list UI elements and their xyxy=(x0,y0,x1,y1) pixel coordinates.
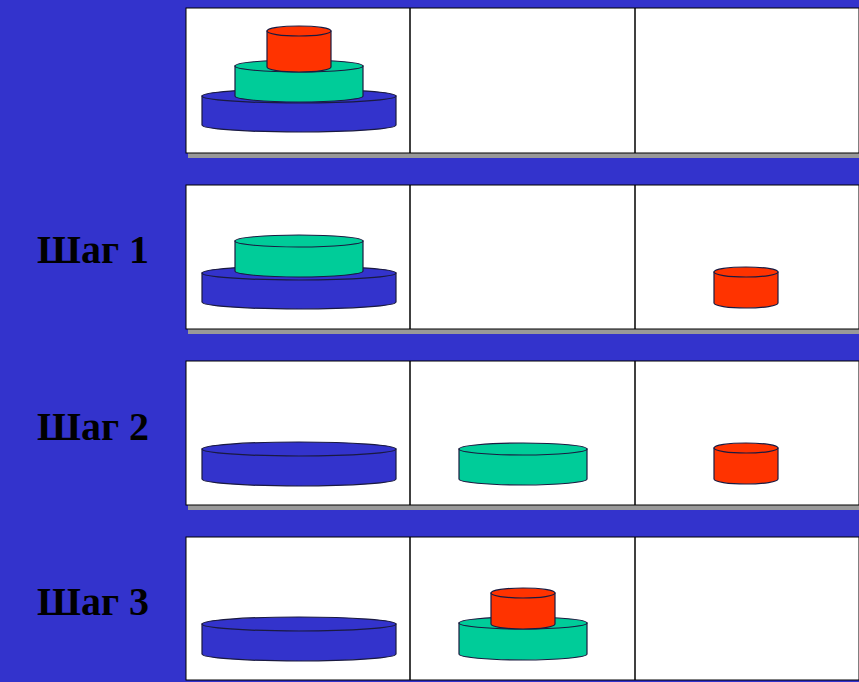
disks xyxy=(202,26,778,661)
step-label: Шаг 3 xyxy=(37,582,149,622)
panel-rows xyxy=(186,8,859,680)
step-label: Шаг 1 xyxy=(37,230,149,270)
step-label: Шаг 2 xyxy=(37,407,149,447)
